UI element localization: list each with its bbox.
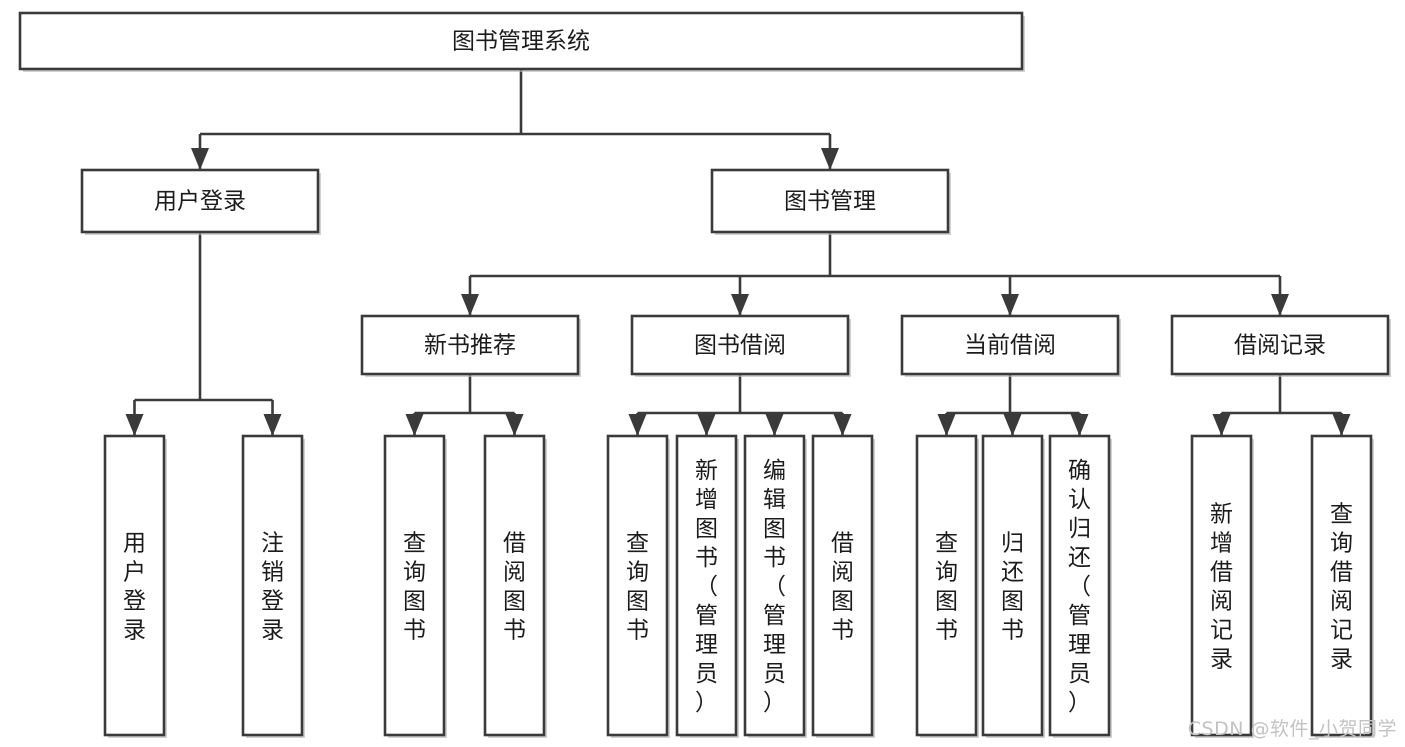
node-leaf-4[interactable]: 查询图书 [606,434,670,738]
node-label: 归还图书 [1001,531,1024,644]
node-box[interactable] [915,434,978,737]
node-label: 查询图书 [403,531,426,644]
arrow-head-icon [628,414,647,436]
arrow-head-icon [833,414,852,436]
node-level3-0[interactable]: 新书推荐 [360,314,581,377]
node-layer: 图书管理系统用户登录图书管理新书推荐图书借阅当前借阅借阅记录用户登录注销登录查询… [18,11,1391,738]
arrow-head-icon [765,414,784,436]
node-label: 用户登录 [123,531,146,644]
node-box[interactable] [743,434,806,737]
node-box[interactable] [900,314,1120,376]
arrow-head-icon [821,148,839,170]
arrow-head-icon [461,294,479,316]
node-leaf-10[interactable]: 确认归还（管理员） [1048,434,1112,738]
node-box[interactable] [103,434,166,737]
arrow-head-icon [1001,294,1019,316]
arrow-head-icon [405,414,424,436]
arrow-head-icon [1332,414,1351,436]
node-box[interactable] [241,434,304,737]
node-label: 新增图书（管理员） [695,458,718,716]
connector-layer [125,69,1351,436]
arrow-head-icon [937,414,956,436]
node-root-图书管理系统[interactable]: 图书管理系统 [18,11,1025,72]
node-level3-3[interactable]: 借阅记录 [1170,314,1391,377]
node-label: 图书借阅 [694,333,786,359]
arrow-head-icon [263,414,282,436]
node-box[interactable] [383,434,446,737]
node-label: 新增借阅记录 [1210,502,1233,673]
node-label: 新书推荐 [424,333,516,359]
node-level3-2[interactable]: 当前借阅 [900,314,1121,377]
node-label: 借阅图书 [831,531,854,644]
arrow-head-icon [505,414,524,436]
node-box[interactable] [710,168,950,234]
node-box[interactable] [1190,434,1253,737]
node-box[interactable] [483,434,546,737]
arrow-head-icon [1003,414,1022,436]
node-label: 查询图书 [935,531,958,644]
arrow-head-icon [125,414,144,436]
node-label: 用户登录 [154,189,246,215]
node-level2-1[interactable]: 图书管理 [710,168,951,235]
node-label: 查询图书 [626,531,649,644]
node-leaf-0[interactable]: 用户登录 [103,434,167,738]
node-leaf-7[interactable]: 借阅图书 [811,434,875,738]
arrow-head-icon [1212,414,1231,436]
arrow-head-icon [1271,294,1289,316]
node-label: 确认归还（管理员） [1068,458,1091,716]
node-leaf-11[interactable]: 新增借阅记录 [1190,434,1254,738]
node-box[interactable] [630,314,850,376]
node-box[interactable] [1048,434,1111,737]
node-leaf-8[interactable]: 查询图书 [915,434,979,738]
node-leaf-6[interactable]: 编辑图书（管理员） [743,434,807,738]
node-box[interactable] [1170,314,1390,376]
node-box[interactable] [1310,434,1373,737]
node-leaf-12[interactable]: 查询借阅记录 [1310,434,1374,738]
node-label: 借阅记录 [1234,333,1326,359]
node-leaf-5[interactable]: 新增图书（管理员） [675,434,739,738]
node-label: 当前借阅 [964,333,1056,359]
arrow-head-icon [731,294,749,316]
arrow-head-icon [191,148,209,170]
node-label: 图书管理系统 [452,29,590,55]
node-leaf-1[interactable]: 注销登录 [241,434,305,738]
node-label: 编辑图书（管理员） [763,458,786,716]
node-box[interactable] [811,434,874,737]
node-box[interactable] [981,434,1044,737]
node-leaf-3[interactable]: 借阅图书 [483,434,547,738]
node-leaf-9[interactable]: 归还图书 [981,434,1045,738]
node-box[interactable] [360,314,580,376]
node-label: 注销登录 [261,531,284,644]
arrow-head-icon [697,414,716,436]
node-leaf-2[interactable]: 查询图书 [383,434,447,738]
arrow-head-icon [1070,414,1089,436]
node-box[interactable] [606,434,669,737]
node-box[interactable] [18,11,1024,71]
node-label: 查询借阅记录 [1330,502,1353,673]
node-box[interactable] [80,168,320,234]
node-box[interactable] [675,434,738,737]
node-level2-0[interactable]: 用户登录 [80,168,321,235]
node-label: 图书管理 [784,189,876,215]
node-label: 借阅图书 [503,531,526,644]
node-level3-1[interactable]: 图书借阅 [630,314,851,377]
